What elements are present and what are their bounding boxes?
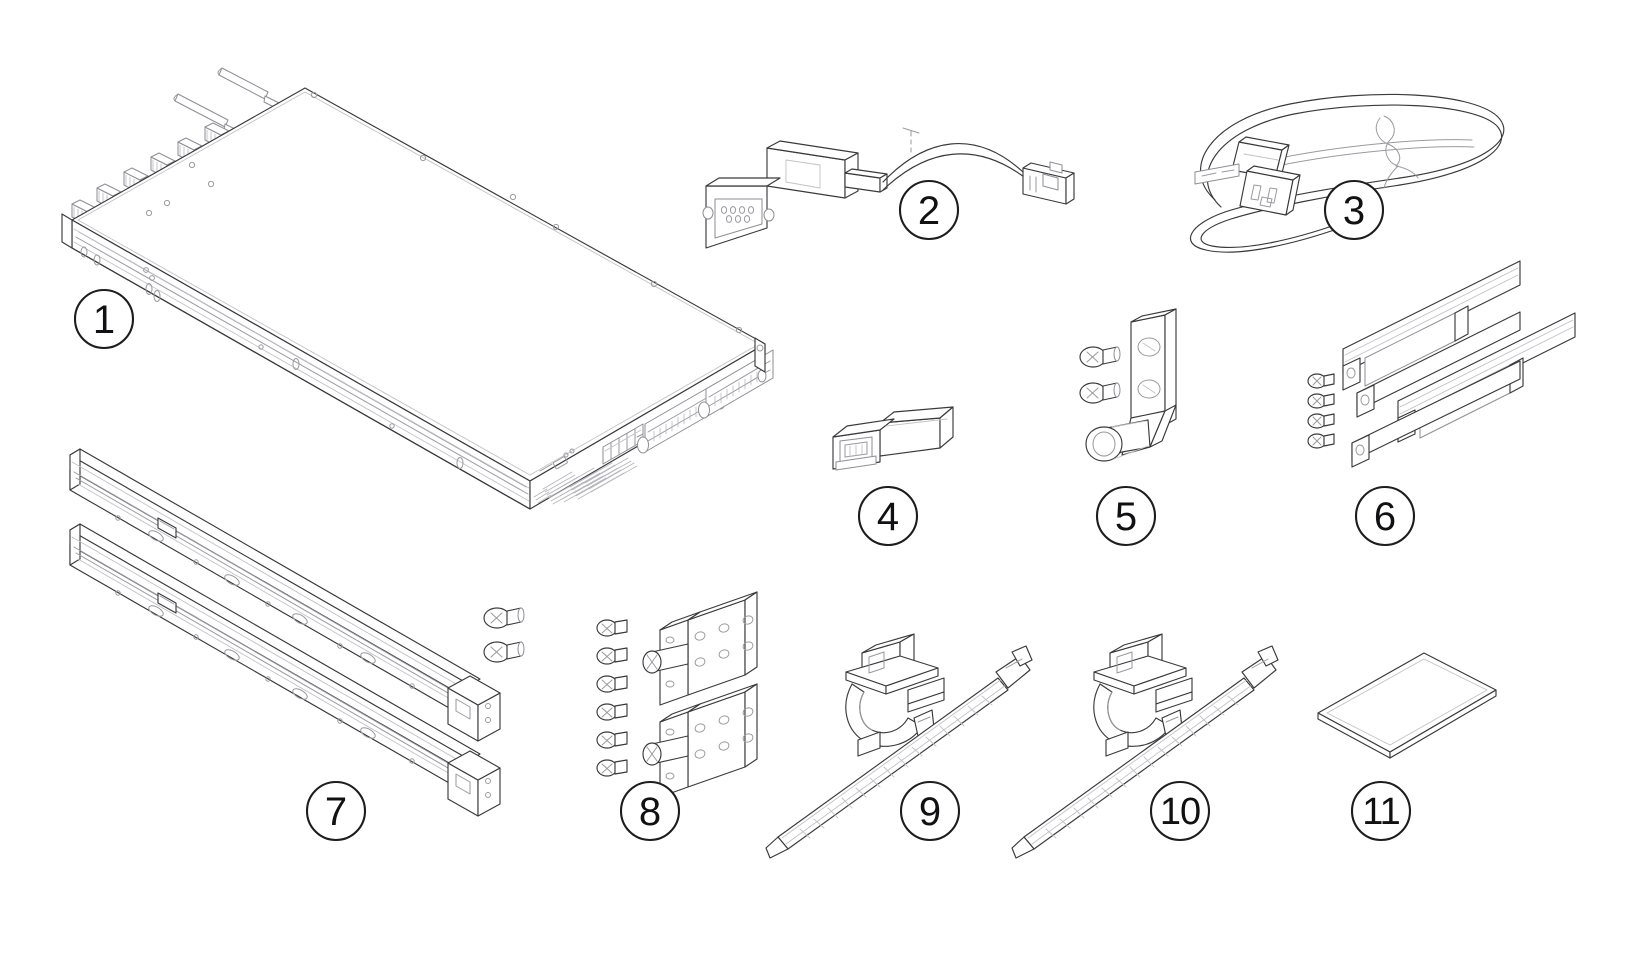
lug-screw-1 <box>1079 346 1121 368</box>
part-flat-plate <box>1317 652 1497 759</box>
rail-end-bracket-lower <box>447 750 501 817</box>
callout-6[interactable]: 6 <box>1354 485 1416 547</box>
callout-10[interactable]: 10 <box>1149 780 1211 842</box>
rail-bracket-lower <box>1351 312 1576 468</box>
callout-9[interactable]: 9 <box>899 780 961 842</box>
chassis-side-holes <box>143 267 464 469</box>
cable-tie-b <box>1011 645 1279 859</box>
slide-rail-upper <box>69 448 501 742</box>
part-cable-clip-tie-b <box>1011 633 1279 859</box>
callout-7[interactable]: 7 <box>305 780 367 842</box>
rail-screws <box>483 607 525 663</box>
front-panel-details <box>539 337 774 505</box>
callout-10-label: 10 <box>1160 791 1200 833</box>
lower-vent-block <box>533 488 552 504</box>
ventilation-grille <box>542 457 638 505</box>
part-cable-clip-tie-a <box>765 633 1033 859</box>
chassis-left-flange <box>61 213 101 266</box>
callout-layer: 1 2 3 4 5 6 <box>73 179 1416 842</box>
l-bracket-2 <box>642 683 758 798</box>
cable-body-lower <box>882 153 1029 191</box>
callout-11-label: 11 <box>1362 791 1399 833</box>
part-rail-brackets <box>1307 260 1576 468</box>
callout-1[interactable]: 1 <box>73 288 135 350</box>
callout-9-label: 9 <box>919 790 941 834</box>
cable-tie-head-b <box>1241 645 1279 689</box>
callout-11[interactable]: 11 <box>1350 780 1412 842</box>
part-l-brackets <box>596 591 758 798</box>
grounding-lug-blade <box>1130 308 1177 433</box>
part-slide-rails <box>69 448 525 817</box>
callout-7-label: 7 <box>325 790 347 834</box>
l-bracket-screws <box>596 619 628 777</box>
callout-5[interactable]: 5 <box>1095 485 1157 547</box>
status-indicators <box>539 448 575 472</box>
callout-2-label: 2 <box>918 189 940 233</box>
rail-lock-tab-upper <box>157 517 197 543</box>
part-sfp-module <box>832 406 954 471</box>
callout-5-label: 5 <box>1115 495 1137 539</box>
plug-prongs <box>1194 163 1240 185</box>
top-cover-screws <box>145 91 743 334</box>
callout-6-label: 6 <box>1374 495 1396 539</box>
part-ac-power-cord <box>1189 93 1505 253</box>
grounding-lug-barrel <box>1085 404 1177 462</box>
cable-tie-head-a <box>995 645 1033 689</box>
rail-bracket-upper <box>1342 260 1521 418</box>
chassis-right-flange <box>754 337 766 373</box>
iec-connector-b <box>1239 165 1301 216</box>
part-grounding-lug <box>1079 308 1177 462</box>
rail-end-bracket-upper <box>447 675 501 742</box>
callout-2[interactable]: 2 <box>898 179 960 241</box>
callout-1-label: 1 <box>93 298 115 342</box>
cable-body-upper <box>882 143 1024 183</box>
cable-clip-a <box>845 633 945 757</box>
lug-screw-2 <box>1079 382 1121 404</box>
twist-tie <box>1375 115 1419 189</box>
rj45-plug <box>1022 161 1075 205</box>
part-rack-mount-chassis <box>61 67 774 510</box>
cable-tie-a <box>765 645 1033 859</box>
part-console-cable <box>702 127 1075 249</box>
cable-clip-b <box>1093 633 1193 757</box>
bracket-screws <box>1307 373 1335 449</box>
callout-8-label: 8 <box>639 790 661 834</box>
callout-3[interactable]: 3 <box>1323 179 1385 241</box>
callout-4-label: 4 <box>877 495 899 539</box>
slide-rail-lower <box>69 523 501 817</box>
callout-4[interactable]: 4 <box>857 485 919 547</box>
l-bracket-1 <box>642 591 758 706</box>
callout-8[interactable]: 8 <box>619 780 681 842</box>
callout-3-label: 3 <box>1343 189 1365 233</box>
rail-lock-tab-lower <box>157 592 197 618</box>
